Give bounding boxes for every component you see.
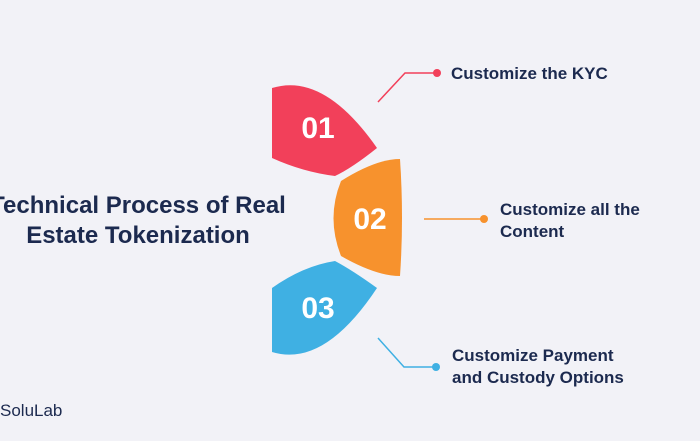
step-01-connector — [377, 72, 436, 103]
step-02-label: Customize all the Content — [500, 199, 640, 243]
step-02-label-line-2: Content — [500, 222, 565, 241]
step-03-number: 03 — [301, 292, 334, 325]
diagram-title: Technical Process of Real Estate Tokeniz… — [0, 191, 288, 251]
title-line-2: Estate Tokenization — [26, 222, 250, 249]
step-03-segment — [272, 261, 377, 355]
step-03-connector-dot — [432, 363, 440, 371]
step-01-connector-dot — [433, 69, 441, 77]
step-02-segment — [333, 159, 402, 276]
title-line-1: Technical Process of Real — [0, 192, 286, 219]
step-02-connector-dot — [480, 215, 488, 223]
step-03-label-line-1: Customize Payment — [452, 346, 614, 365]
step-01-segment — [272, 85, 377, 176]
step-01-number: 01 — [301, 112, 334, 145]
step-01-label-line-1: Customize the KYC — [451, 64, 608, 83]
step-03-label-line-2: and Custody Options — [452, 368, 624, 387]
step-03-connector — [377, 337, 434, 368]
step-02-label-line-1: Customize all the — [500, 200, 640, 219]
step-01-label: Customize the KYC — [451, 63, 608, 85]
step-02-number: 02 — [353, 203, 386, 236]
brand-logo-text: SoluLab — [0, 401, 63, 420]
step-03-label: Customize Payment and Custody Options — [452, 345, 624, 389]
